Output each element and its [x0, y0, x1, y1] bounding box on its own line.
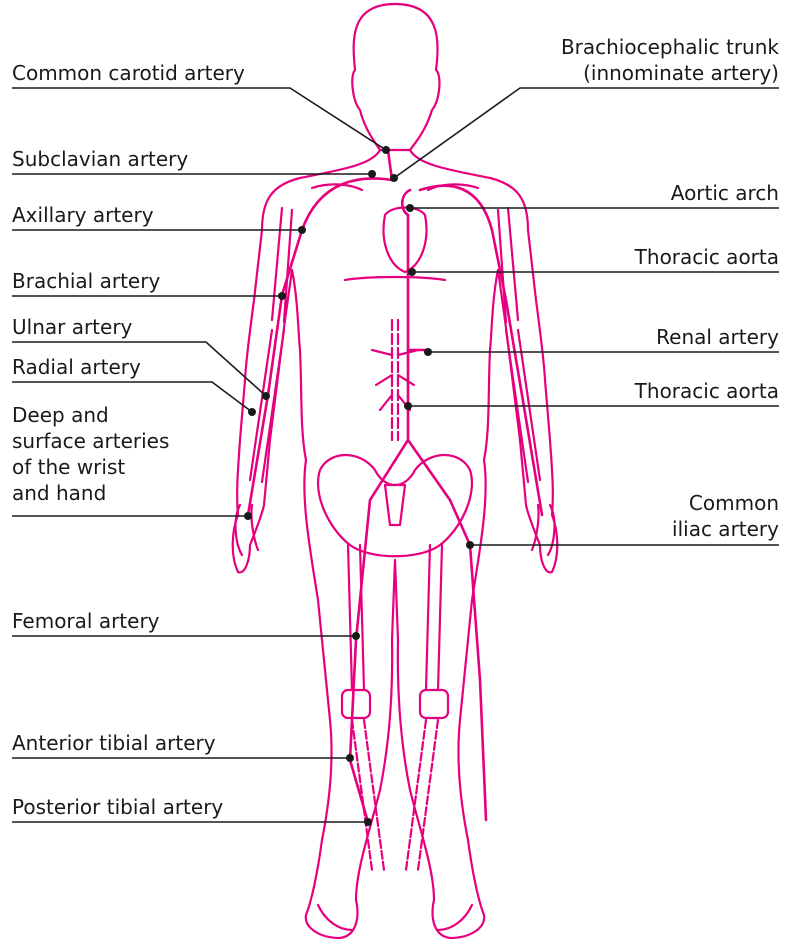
torso-outline: [233, 150, 558, 938]
label-deep-surface-arteries: Deep and surface arteries of the wrist a…: [12, 402, 169, 506]
dot-axillary: [298, 226, 306, 234]
dot-thoracic-lower: [404, 402, 412, 410]
dot-radial: [248, 408, 256, 416]
foot-left: [318, 905, 352, 930]
knee-left: [342, 690, 370, 718]
leader-brachiocephalic: [394, 88, 779, 178]
label-aortic-arch: Aortic arch: [671, 180, 779, 206]
label-axillary-artery: Axillary artery: [12, 202, 154, 228]
label-common-carotid-artery: Common carotid artery: [12, 60, 245, 86]
dot-anterior-tibial: [346, 754, 354, 762]
humerus-left: [272, 208, 292, 322]
spine: [392, 320, 398, 440]
subclavian-right: [420, 186, 542, 515]
dot-deep-surface: [244, 512, 252, 520]
head-outline: [352, 4, 439, 150]
dot-renal: [424, 348, 432, 356]
label-common-iliac-line-1: Common: [672, 490, 779, 516]
heart: [384, 208, 427, 273]
sacrum: [385, 485, 405, 525]
label-thoracic-aorta-lower: Thoracic aorta: [635, 378, 779, 404]
dot-common-carotid: [382, 146, 390, 154]
ribs-left: [372, 350, 392, 410]
dot-thoracic-upper: [408, 268, 416, 276]
label-brachiocephalic-trunk: Brachiocephalic trunk (innominate artery…: [561, 34, 779, 86]
femur-left: [348, 545, 364, 690]
label-deep-surface-line-3: of the wrist: [12, 454, 169, 480]
label-subclavian-artery: Subclavian artery: [12, 146, 188, 172]
label-femoral-artery: Femoral artery: [12, 608, 160, 634]
dot-brachiocephalic: [390, 174, 398, 182]
pelvis: [318, 455, 472, 556]
label-thoracic-aorta-upper: Thoracic aorta: [635, 244, 779, 270]
dot-common-iliac: [466, 541, 474, 549]
label-common-iliac-artery: Common iliac artery: [672, 490, 779, 542]
label-radial-artery: Radial artery: [12, 354, 141, 380]
foot-right: [438, 905, 472, 930]
rib-line: [345, 277, 445, 280]
label-common-iliac-line-2: iliac artery: [672, 516, 779, 542]
dot-subclavian: [368, 170, 376, 178]
label-posterior-tibial-artery: Posterior tibial artery: [12, 794, 223, 820]
label-deep-surface-line-2: surface arteries: [12, 428, 169, 454]
label-brachiocephalic-line-2: (innominate artery): [561, 60, 779, 86]
body-outline: [233, 4, 558, 938]
label-deep-surface-line-4: and hand: [12, 480, 169, 506]
leader-common-carotid: [12, 88, 386, 150]
dot-posterior-tibial: [364, 818, 372, 826]
dot-ulnar: [262, 392, 270, 400]
label-ulnar-artery: Ulnar artery: [12, 314, 132, 340]
label-renal-artery: Renal artery: [656, 324, 779, 350]
label-brachiocephalic-line-1: Brachiocephalic trunk: [561, 34, 779, 60]
label-anterior-tibial-artery: Anterior tibial artery: [12, 730, 216, 756]
dot-aortic-arch: [406, 204, 414, 212]
femur-right: [426, 545, 442, 690]
dot-brachial: [278, 292, 286, 300]
knee-right: [420, 690, 448, 718]
label-deep-surface-line-1: Deep and: [12, 402, 169, 428]
dot-femoral: [352, 632, 360, 640]
label-brachial-artery: Brachial artery: [12, 268, 160, 294]
